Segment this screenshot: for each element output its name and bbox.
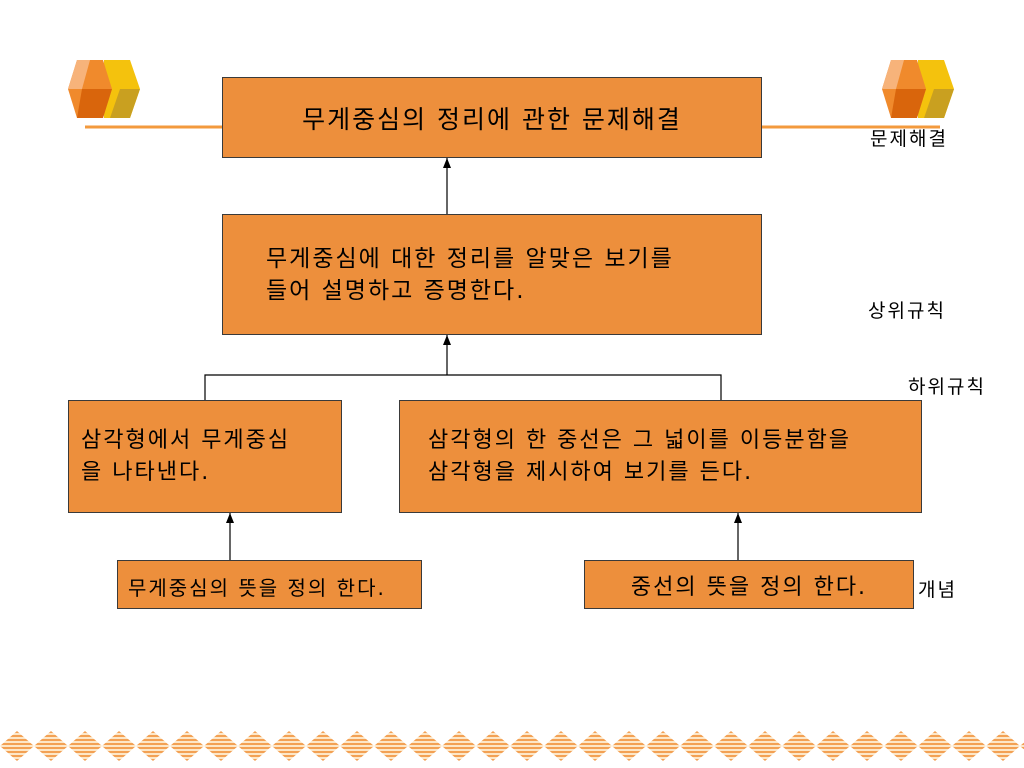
level-label-higher-rule: 상위규칙	[868, 300, 946, 322]
concept-left-text: 무게중심의 뜻을 정의 한다.	[128, 576, 386, 600]
level-label-concept: 개념	[918, 579, 957, 601]
footer-diamond-band	[0, 731, 1024, 761]
level-label-problem-solving: 문제해결	[870, 128, 948, 150]
higher-rule-text-line-2: 들어 설명하고 증명한다.	[266, 277, 526, 304]
concept-right-node: 중선의 뜻을 정의 한다.	[584, 560, 914, 609]
concept-right-text: 중선의 뜻을 정의 한다.	[630, 574, 868, 600]
lower-rule-left-text-line-1: 삼각형에서 무게중심	[81, 427, 291, 453]
branch-connector	[204, 374, 722, 400]
lower-rule-right-text-line-2: 삼각형을 제시하여 보기를 든다.	[428, 459, 754, 485]
lower-rule-left-node: 삼각형에서 무게중심 을 나타낸다.	[68, 400, 342, 513]
goal-node: 무게중심의 정리에 관한 문제해결	[222, 77, 762, 158]
lower-rule-right-node: 삼각형의 한 중선은 그 넓이를 이등분함을 삼각형을 제시하여 보기를 든다.	[399, 400, 922, 513]
concept-left-node: 무게중심의 뜻을 정의 한다.	[117, 560, 422, 609]
goal-node-text: 무게중심의 정리에 관한 문제해결	[302, 104, 682, 134]
hexagon-cubes-icon	[68, 60, 140, 118]
higher-rule-text-line-1: 무게중심에 대한 정리를 알맞은 보기를	[266, 245, 674, 272]
level-label-lower-rule: 하위규칙	[908, 376, 986, 398]
lower-rule-left-text-line-2: 을 나타낸다.	[81, 459, 211, 485]
hexagon-cubes-icon	[882, 60, 954, 118]
higher-rule-node: 무게중심에 대한 정리를 알맞은 보기를 들어 설명하고 증명한다.	[222, 214, 762, 335]
lower-rule-right-text-line-1: 삼각형의 한 중선은 그 넓이를 이등분함을	[428, 427, 852, 453]
